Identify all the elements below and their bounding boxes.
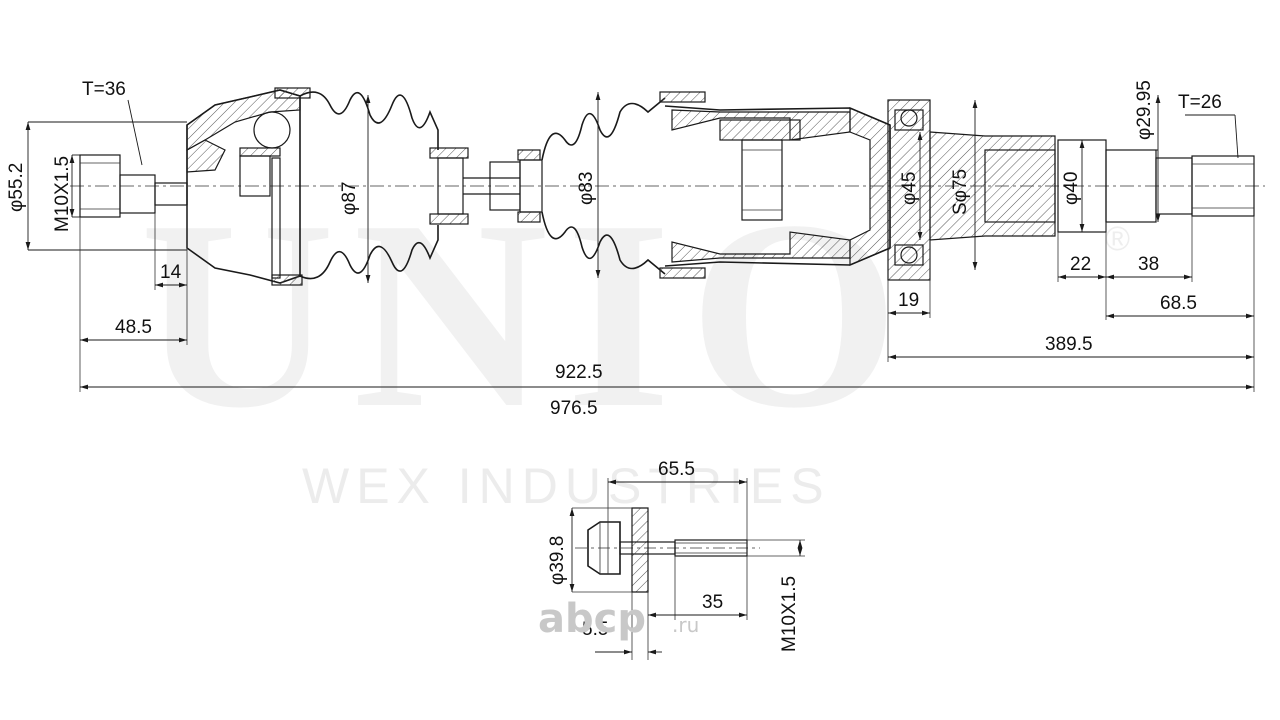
label-spline-75: Sφ75 [950,169,971,215]
dim-38: 38 [1138,254,1159,275]
right-shaft [929,131,1255,241]
bolt-dim-55: 5.5 [582,619,608,640]
outer-cv-joint [186,87,311,286]
inner-tripod-housing [664,105,891,267]
label-dia-45: φ45 [899,172,920,205]
main-labels: T=36 T=26 φ55.2 M10X1.5 φ87 φ83 φ45 Sφ75… [6,79,1255,419]
dim-9225: 922.5 [555,362,603,383]
bolt-dia-398: φ39.8 [547,536,568,585]
label-thread-left: M10X1.5 [52,156,73,232]
dim-22: 22 [1070,254,1091,275]
label-dia-55: φ55.2 [6,163,27,212]
bolt-dim-35: 35 [702,592,723,613]
bolt-detail: 65.5 φ39.8 35 5.5 M10X1.5 [547,459,805,660]
dim-685: 68.5 [1160,293,1197,314]
logo-text: abcp [538,596,646,642]
label-dia-87: φ87 [339,182,360,215]
dim-3895: 389.5 [1045,334,1093,355]
dim-485: 48.5 [115,317,152,338]
label-t-left: T=36 [82,79,126,100]
inner-boot [517,91,706,279]
watermark-subtitle: WEX INDUSTRIES [302,458,831,514]
label-dia-40: φ40 [1061,172,1082,205]
label-dia-2995: φ29.95 [1134,80,1155,140]
left-thread-stub [79,154,188,218]
drive-shaft-assembly [70,87,1265,286]
dim-9765: 976.5 [550,398,598,419]
dim-14: 14 [160,262,182,283]
washer-plate [631,507,649,593]
dim-19: 19 [898,290,919,311]
abcp-logo: abcp .ru [538,596,699,642]
bolt-thread [674,539,748,557]
flange-disc [887,99,931,281]
watermark-brand: UNIO [140,165,917,464]
logo-suffix: .ru [672,613,699,637]
label-t-right: T=26 [1178,92,1222,113]
watermark-registered: ® [1105,220,1130,258]
bolt-dim-655: 65.5 [658,459,695,480]
bolt-thread-label: M10X1.5 [779,576,800,652]
label-dia-83: φ83 [576,172,597,205]
